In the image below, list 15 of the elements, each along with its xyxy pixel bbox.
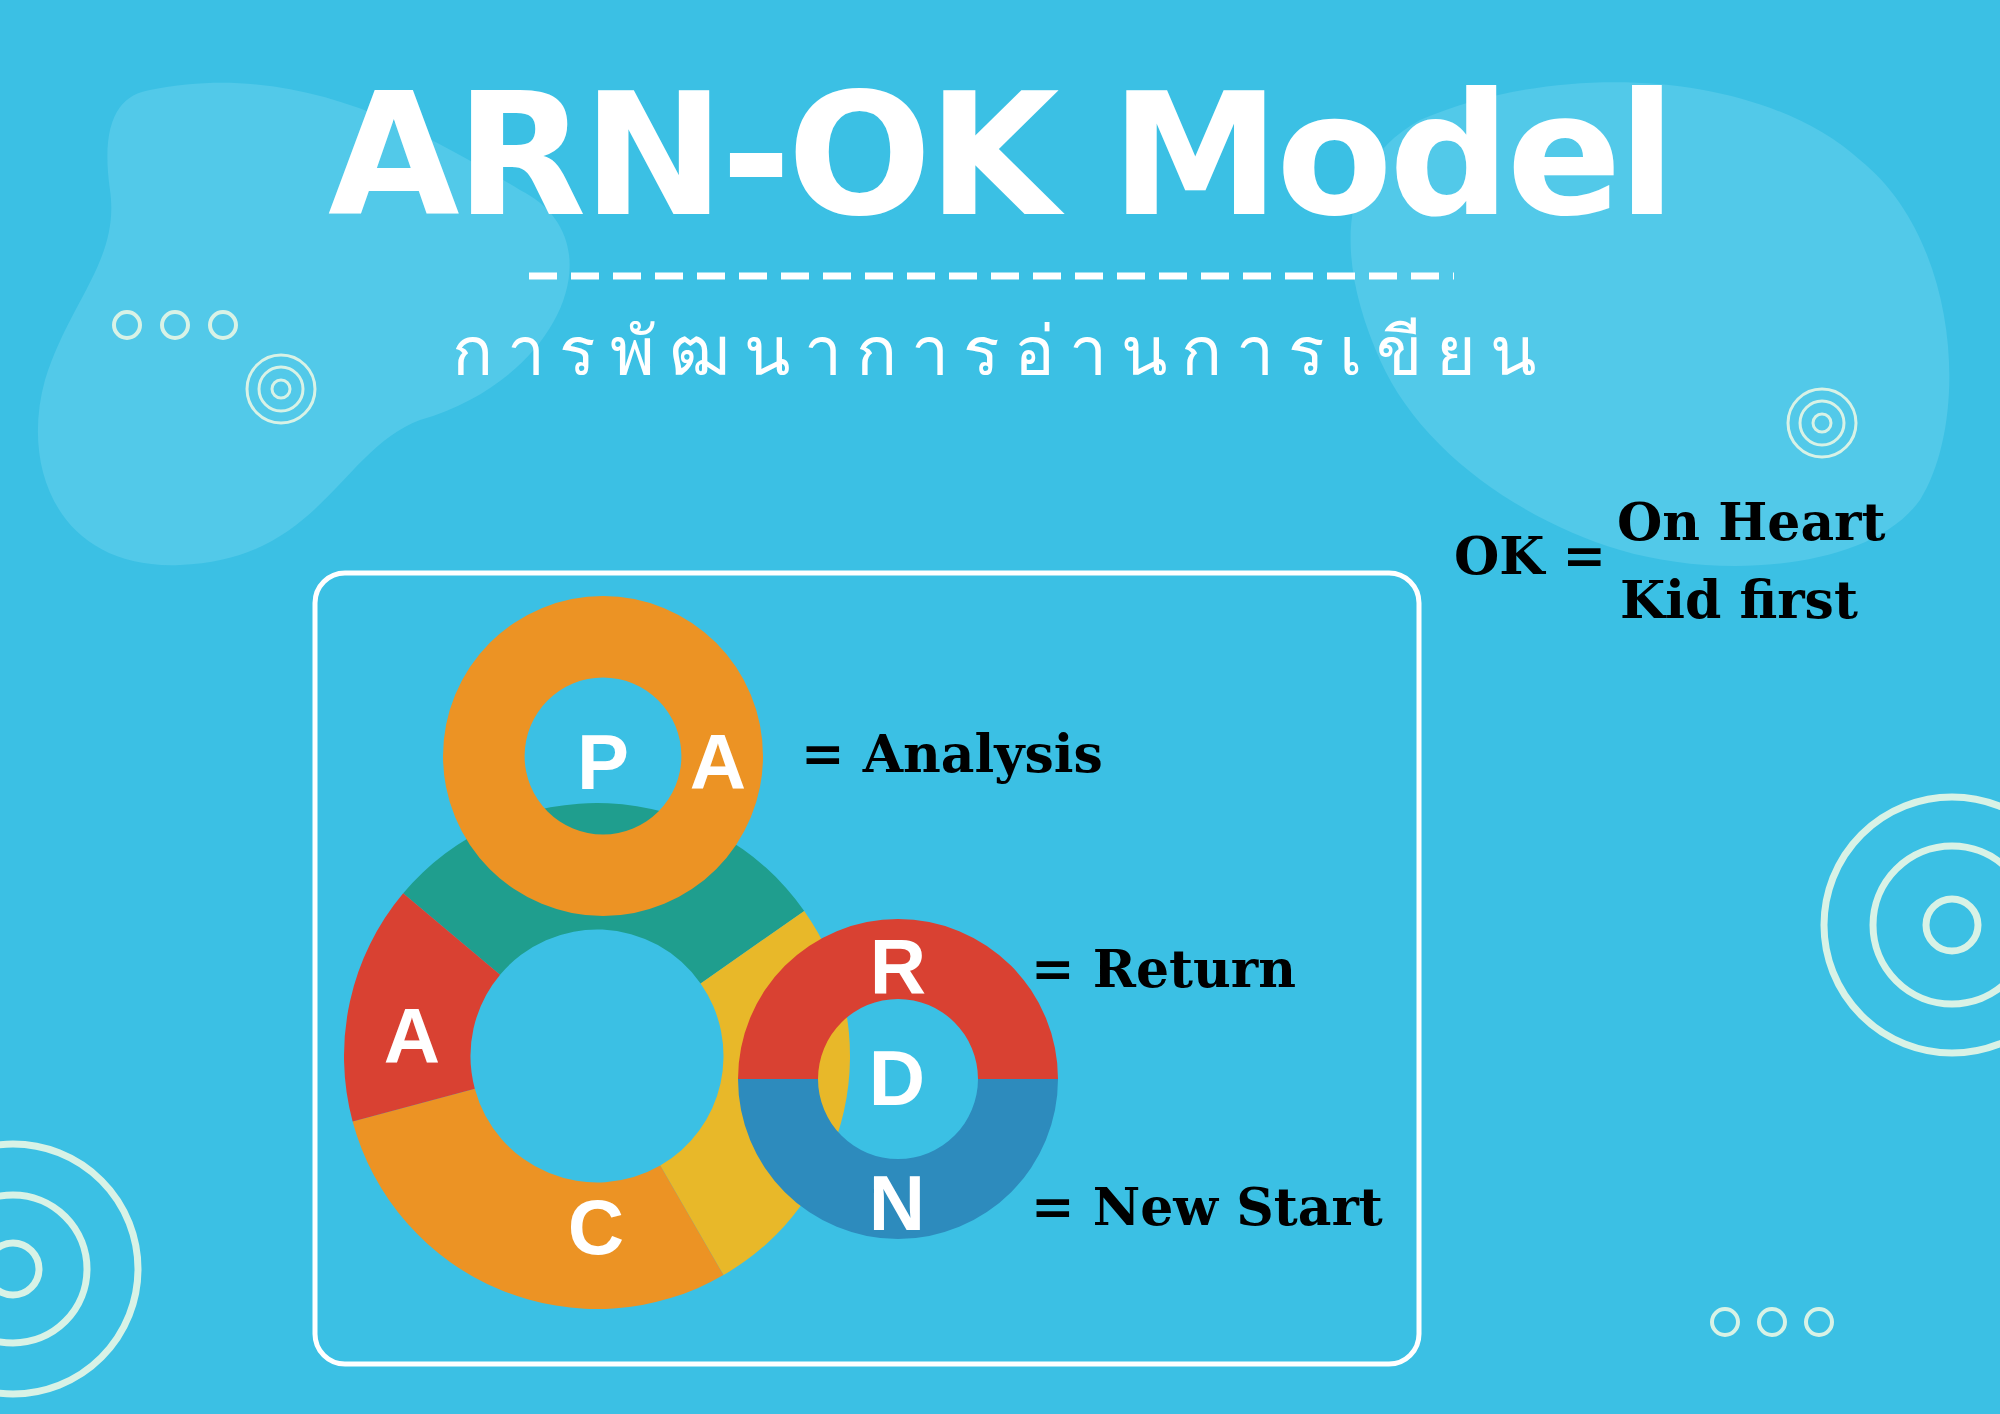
definition-text: = Return [1031,943,1296,995]
ring-letter: A [689,723,747,801]
ring-letter: A [383,997,441,1075]
frame-box [312,570,1422,1367]
ring-letter: D [868,1039,926,1117]
definition-text: = New Start [1031,1181,1383,1233]
ring-letter: C [567,1188,625,1266]
label-text: Kid first [1620,574,1858,626]
ring-letter: P [577,723,629,801]
ring-letter: R [869,927,927,1005]
subtitle: การพัฒนาการอ่านการเขียน [451,318,1551,386]
title: ARN-OK Model [327,55,1673,255]
ring-letter: N [868,1164,926,1242]
label-text: On Heart [1617,496,1886,548]
label-text: OK = [1454,530,1607,582]
